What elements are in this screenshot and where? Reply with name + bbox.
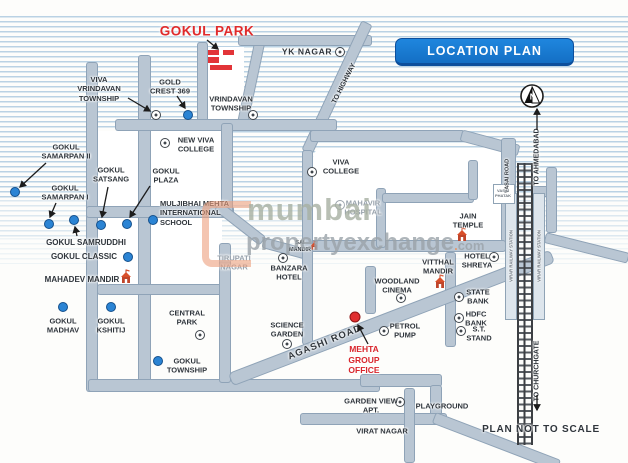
banzara-hotel-marker <box>278 253 288 263</box>
label-yk-nagar: YK NAGAR <box>281 46 333 57</box>
classic-marker <box>123 252 133 262</box>
label-gokul-samruddhi: GOKUL SAMRUDDHI <box>46 238 126 247</box>
hotel-shreya-marker <box>489 252 499 262</box>
road <box>219 243 231 383</box>
label-plan-not-to-scale: PLAN NOT TO SCALE <box>482 423 600 435</box>
garden-view-marker <box>395 397 405 407</box>
svg-text:N: N <box>530 93 536 102</box>
road <box>546 167 557 233</box>
state-bank-marker <box>454 292 464 302</box>
madhav-marker <box>58 302 68 312</box>
plaza-marker <box>122 219 132 229</box>
yk-nagar-marker <box>335 47 345 57</box>
mahadev-mandir-icon <box>120 269 133 289</box>
road <box>376 188 386 248</box>
road <box>97 284 227 295</box>
railway-platform-right <box>533 193 545 320</box>
label-virar-railway-station-right: VIRAR RAILWAY STATION <box>536 230 542 282</box>
school-marker <box>148 215 158 225</box>
st-stand-marker <box>456 326 466 336</box>
city-block <box>98 218 222 285</box>
petrol-pump-marker <box>379 326 389 336</box>
level-crossing-chip <box>493 184 515 204</box>
road <box>468 160 478 200</box>
jain-temple-icon <box>456 227 469 247</box>
new-viva-college-marker <box>160 138 170 148</box>
gold-crest-marker <box>183 110 193 120</box>
road <box>365 266 376 314</box>
samruddhi-marker <box>69 215 79 225</box>
mahavir-hospital-marker <box>335 200 345 210</box>
vitthal-mandir-icon <box>434 274 447 294</box>
viva-college-marker <box>307 167 317 177</box>
label-playground: PLAYGROUND <box>415 401 469 411</box>
samarpan1-marker <box>44 219 54 229</box>
central-park-marker <box>195 330 205 340</box>
label-virar-railway-station-left: VIRAR RAILWAY STATION <box>508 230 514 282</box>
label-st-stand: S.T.STAND <box>466 324 492 343</box>
viva-vrindavan-marker <box>151 110 161 120</box>
satsang-marker <box>96 220 106 230</box>
label-mahadev-mandir: MAHADEV MANDIR <box>44 275 120 284</box>
township-marker <box>153 356 163 366</box>
road <box>306 240 506 252</box>
road <box>543 232 628 264</box>
sai-mandir-icon <box>310 240 318 254</box>
label-gokul-classic: GOKUL CLASSIC <box>50 252 118 261</box>
map-title: GOKUL PARK <box>159 23 255 39</box>
woodland-cinema-marker <box>396 293 406 303</box>
kshitij-marker <box>106 302 116 312</box>
mehta-office-marker <box>349 311 361 323</box>
road <box>238 35 372 46</box>
hdfc-bank-marker <box>454 313 464 323</box>
label-virat-nagar: VIRAT NAGAR <box>356 426 408 436</box>
gokul-park-building-icon <box>208 50 234 72</box>
compass-north-icon: N <box>519 83 545 114</box>
road <box>431 412 562 463</box>
samarpan2-marker <box>10 187 20 197</box>
label-to-churchgate: TO CHURCHGATE <box>533 340 541 402</box>
road <box>310 130 465 142</box>
road <box>197 42 208 127</box>
label-to-ahmedabad: TO AHMEDABAD <box>533 128 541 186</box>
science-garden-marker <box>282 339 292 349</box>
road <box>360 374 442 387</box>
road <box>382 193 474 203</box>
railway-track <box>517 163 533 445</box>
location-plan-badge: LOCATION PLAN <box>395 38 574 66</box>
